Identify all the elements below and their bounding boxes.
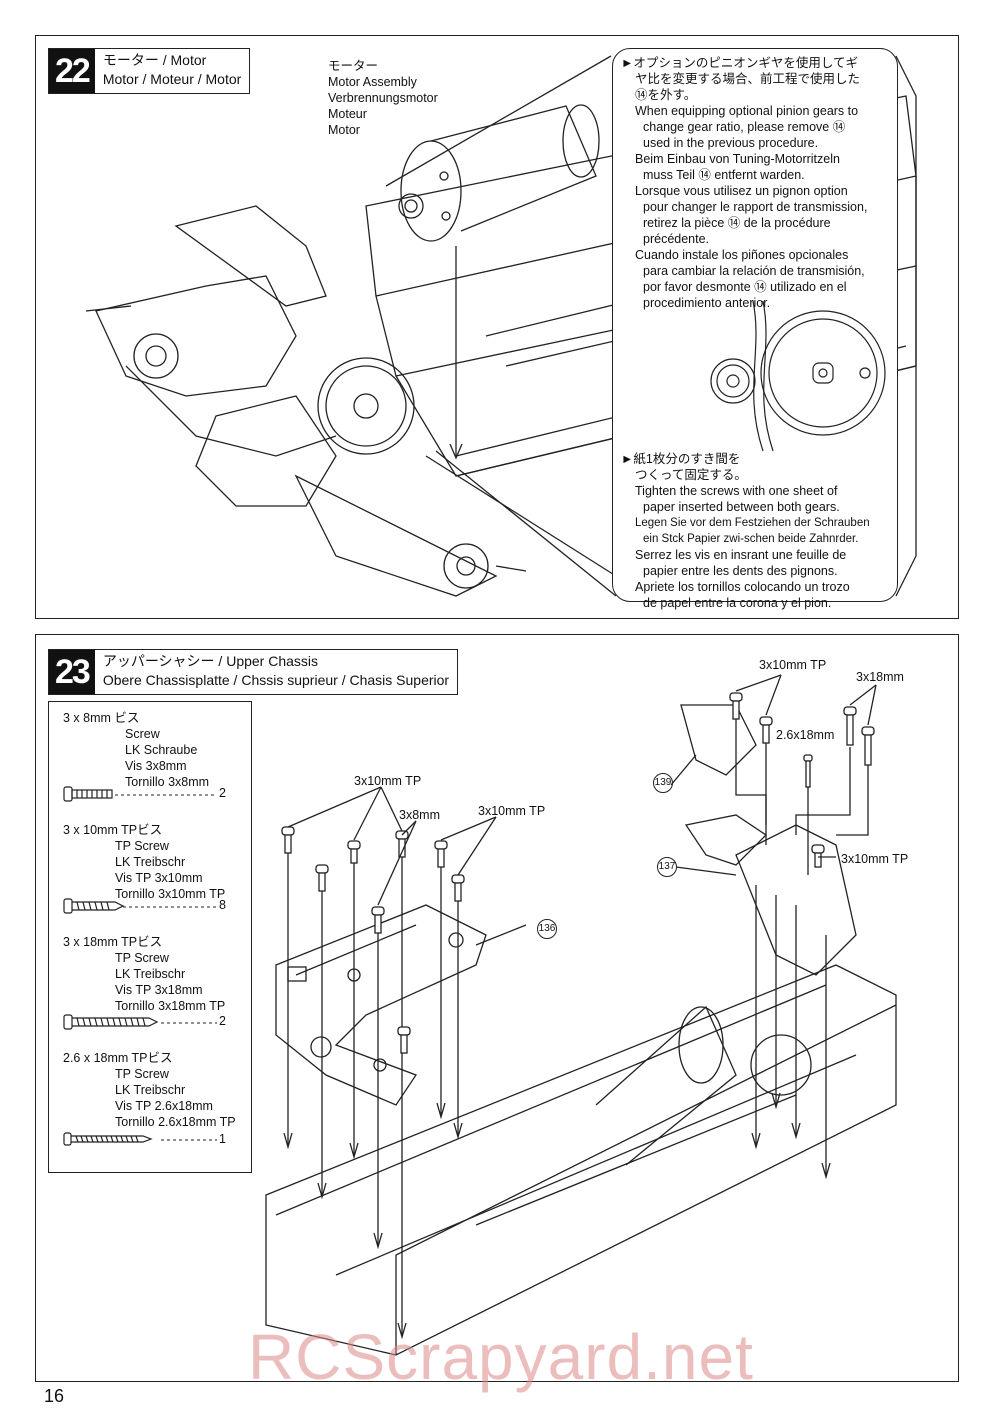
step-title: モーター / Motor Motor / Moteur / Motor [95, 49, 249, 93]
part-name-de: LK Schraube [125, 743, 198, 757]
step-title-jp: モーター / Motor [102, 52, 207, 68]
note1-es1: Cuando instale los piñones opcionales [635, 248, 849, 262]
step-title-jp: アッパーシャシー / Upper Chassis [102, 653, 319, 669]
part-name-es: Tornillo 2.6x18mm TP [115, 1115, 236, 1129]
note1-fr3: retirez la pièce ⑭ de la procédure [643, 216, 831, 230]
motor-label-es: Motor [328, 123, 360, 137]
part-name-es: Tornillo 3x10mm TP [115, 887, 226, 901]
part-qty: 2 [219, 1014, 226, 1028]
note1-de1: Beim Einbau von Tuning-Motorritzeln [635, 152, 840, 166]
paper-gap-note: ►紙1枚分のすき間を つくって固定する。 Tighten the screws … [621, 451, 895, 611]
note2-jp2: つくって固定する。 [635, 468, 747, 482]
step-title: アッパーシャシー / Upper Chassis Obere Chassispl… [95, 650, 457, 694]
note2-de1: Legen Sie vor dem Festziehen der Schraub… [635, 517, 870, 529]
gear-mesh-illustration [710, 300, 886, 452]
part-ref-139: 139 [653, 773, 673, 793]
part-name-de: LK Treibschr [115, 855, 186, 869]
part-screw-3x8: 3 x 8mm ビス Screw LK Schraube Vis 3x8mm T… [63, 710, 209, 790]
upper-chassis-illustration [265, 674, 897, 1356]
pinion-note: ►オプションのピニオンギヤを使用してギ ヤ比を変更する場合、前工程で使用した ⑭… [621, 55, 893, 311]
part-name-en: TP Screw [115, 1067, 169, 1081]
step-number: 22 [49, 49, 95, 93]
motor-label-jp: モーター [328, 59, 379, 73]
part-name-fr: Vis 3x8mm [125, 759, 187, 773]
note1-es4: procedimiento anterior. [643, 296, 771, 310]
screw-2-6x18-icon [63, 1132, 153, 1146]
note1-es3: por favor desmonte ⑭ utilizado en el [643, 280, 847, 294]
qty-leader [123, 906, 217, 908]
label-3x8: 3x8mm [399, 808, 440, 822]
motor-label-en: Motor Assembly [328, 75, 417, 89]
part-tp-screw-2-6x18: 2.6 x 18mm TPビス TP Screw LK Treibschr Vi… [63, 1050, 236, 1130]
screw-3x8-icon [63, 786, 113, 802]
note2-fr1: Serrez les vis en insrant une feuille de [635, 548, 847, 562]
part-name-es: Tornillo 3x18mm TP [115, 999, 226, 1013]
note1-de2: muss Teil ⑭ entfernt warden. [643, 168, 805, 182]
part-name-en: Screw [125, 727, 160, 741]
part-name-es: Tornillo 3x8mm [125, 775, 210, 789]
motor-label: モーター Motor Assembly Verbrennungsmotor Mo… [328, 58, 438, 138]
step-title-multi: Obere Chassisplatte / Chssis suprieur / … [102, 672, 450, 688]
label-3x10-tp-mid: 3x10mm TP [478, 804, 546, 818]
step-23-panel: 23 アッパーシャシー / Upper Chassis Obere Chassi… [35, 634, 959, 1382]
parts-list-box: 3 x 8mm ビス Screw LK Schraube Vis 3x8mm T… [48, 701, 252, 1173]
note2-en2: paper inserted between both gears. [643, 500, 840, 514]
label-3x10-tp-top: 3x10mm TP [759, 658, 827, 672]
part-qty: 2 [219, 786, 226, 800]
note2-es1: Apriete los tornillos colocando un trozo [635, 580, 850, 594]
watermark: RCScrapyard.net [248, 1321, 754, 1393]
note1-jp2: ヤ比を変更する場合、前工程で使用した [635, 72, 861, 86]
screw-3x18-icon [63, 1014, 159, 1030]
qty-leader [115, 794, 215, 796]
label-3x10-tp-left: 3x10mm TP [354, 774, 422, 788]
part-qty: 1 [219, 1132, 226, 1146]
step-23-header: 23 アッパーシャシー / Upper Chassis Obere Chassi… [48, 649, 459, 695]
part-jp: 3 x 18mm TPビス [63, 935, 163, 949]
part-name-de: LK Treibschr [115, 1083, 186, 1097]
part-name-de: LK Treibschr [115, 967, 186, 981]
note2-fr2: papier entre les dents des pignons. [643, 564, 838, 578]
note2-de2: ein Stck Papier zwi-schen beide Zahnrder… [643, 533, 859, 545]
part-tp-screw-3x18: 3 x 18mm TPビス TP Screw LK Treibschr Vis … [63, 934, 225, 1014]
step-22-panel: 22 モーター / Motor Motor / Moteur / Motor モ… [35, 35, 959, 619]
note1-es2: para cambiar la relación de transmisión, [643, 264, 865, 278]
note1-jp1: ►オプションのピニオンギヤを使用してギ [621, 56, 858, 70]
part-jp: 3 x 10mm TPビス [63, 823, 163, 837]
note2-es2: de papel entre la corona y el pion. [643, 596, 832, 610]
note1-en3: used in the previous procedure. [643, 136, 819, 150]
note1-en2: change gear ratio, please remove ⑭ [643, 120, 846, 134]
note2-jp1: ►紙1枚分のすき間を [621, 452, 741, 466]
note1-fr1: Lorsque vous utilisez un pignon option [635, 184, 848, 198]
label-2-6x18: 2.6x18mm [776, 728, 835, 742]
step-number: 23 [49, 650, 95, 694]
part-name-fr: Vis TP 2.6x18mm [115, 1099, 213, 1113]
step-title-multi: Motor / Moteur / Motor [102, 71, 242, 87]
part-jp: 3 x 8mm ビス [63, 711, 140, 725]
label-3x10-tp-right: 3x10mm TP [841, 852, 909, 866]
motor-label-de: Verbrennungsmotor [328, 91, 438, 105]
note1-en1: When equipping optional pinion gears to [635, 104, 859, 118]
note1-fr4: précédente. [643, 232, 710, 246]
part-ref-136: 136 [537, 919, 557, 939]
part-name-fr: Vis TP 3x10mm [115, 871, 203, 885]
part-name-en: TP Screw [115, 839, 169, 853]
page-number: 16 [44, 1386, 65, 1406]
part-qty: 8 [219, 898, 226, 912]
note2-en1: Tighten the screws with one sheet of [635, 484, 838, 498]
part-name-en: TP Screw [115, 951, 169, 965]
motor-label-fr: Moteur [328, 107, 367, 121]
gear-mesh-callout: ►オプションのピニオンギヤを使用してギ ヤ比を変更する場合、前工程で使用した ⑭… [612, 48, 898, 610]
label-3x18: 3x18mm [856, 670, 904, 684]
note1-fr2: pour changer le rapport de transmission, [643, 200, 868, 214]
note1-jp3: ⑭を外す。 [635, 88, 697, 102]
screw-3x10-icon [63, 898, 125, 914]
step-22-header: 22 モーター / Motor Motor / Moteur / Motor [48, 48, 251, 94]
part-name-fr: Vis TP 3x18mm [115, 983, 203, 997]
part-tp-screw-3x10: 3 x 10mm TPビス TP Screw LK Treibschr Vis … [63, 822, 225, 902]
part-jp: 2.6 x 18mm TPビス [63, 1051, 173, 1065]
